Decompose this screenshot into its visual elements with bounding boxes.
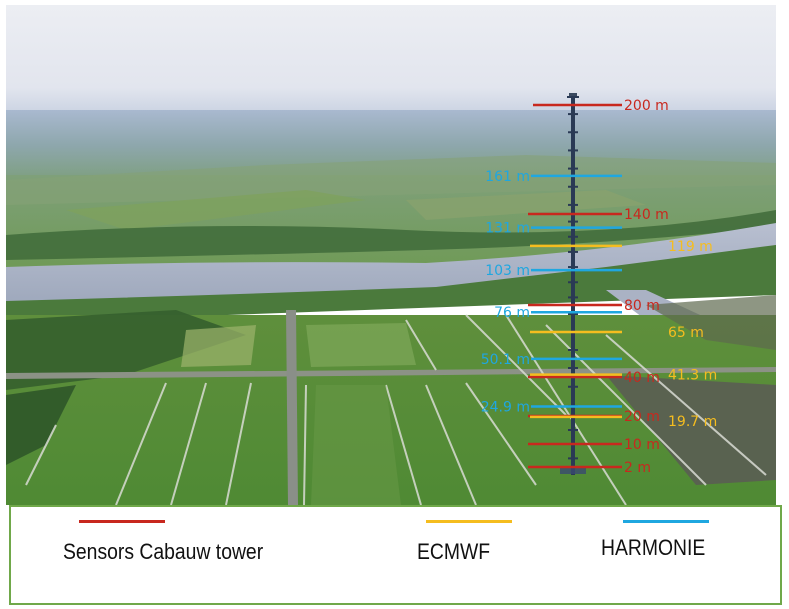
tower-sensor-label: 10 m (624, 437, 660, 453)
legend-label-tower-sensors: Sensors Cabauw tower (63, 539, 264, 564)
ecmwf-level-label: 119 m (668, 239, 713, 255)
tower-platform (568, 250, 578, 253)
tower-platform (568, 313, 578, 315)
tower-platform (568, 385, 578, 388)
ecmwf-level-label: 41.3 m (668, 368, 717, 384)
tower-sensor-label: 20 m (624, 409, 660, 425)
tree-belt (6, 210, 776, 260)
harmonie-level-label: 131 m (485, 221, 530, 237)
harmonie-level-label: 76 m (494, 305, 530, 321)
tower-sensor-label: 40 m (624, 370, 660, 386)
sky (6, 5, 776, 115)
tower-platform (568, 185, 578, 188)
legend-label-ecmwf: ECMWF (417, 539, 491, 564)
harmonie-level-label: 161 m (485, 169, 530, 185)
legend-item-ecmwf: ECMWF (411, 507, 551, 603)
tower-platform (568, 131, 578, 134)
road (6, 367, 776, 379)
legend-swatch-red-line (79, 520, 165, 523)
tower-sensor-label: 200 m (624, 98, 669, 114)
landscape-illustration (6, 5, 776, 505)
legend-label-harmonie: HARMONIE (601, 535, 706, 560)
tower-platform (568, 349, 578, 351)
river-bank (6, 245, 776, 323)
harmonie-level-label: 103 m (485, 263, 530, 279)
tower-platform (568, 266, 578, 269)
harmonie-level-label: 50.1 m (481, 352, 530, 368)
tower-platform (568, 235, 578, 238)
drainage-ditches (25, 314, 767, 505)
tower-platform (568, 203, 578, 206)
legend-swatch-yellow-line (426, 520, 512, 523)
harmonie-level-label: 24.9 m (481, 399, 530, 415)
legend-swatch-blue-line (623, 520, 709, 523)
ecmwf-level-label: 19.7 m (668, 414, 717, 430)
tower-platform (568, 296, 578, 299)
tower-platform (568, 220, 578, 223)
tower-platform (568, 457, 578, 460)
tower-platform (568, 113, 578, 116)
legend: Sensors Cabauw tower ECMWF HARMONIE (9, 505, 782, 605)
aerial-photo (6, 5, 776, 505)
legend-item-harmonie: HARMONIE (601, 507, 781, 603)
plowed-field (606, 375, 776, 485)
tower-platform (568, 167, 578, 170)
tower-platform (568, 281, 578, 284)
legend-item-tower-sensors: Sensors Cabauw tower (11, 507, 311, 603)
tower-sensor-label: 80 m (624, 298, 660, 314)
river (6, 223, 776, 305)
ecmwf-level-label: 65 m (668, 325, 704, 341)
tower-platform (568, 429, 578, 431)
tower-sensor-label: 140 m (624, 207, 669, 223)
tower-sensor-label: 2 m (624, 460, 651, 476)
tower-platform (568, 367, 578, 369)
tower-platform (568, 149, 578, 152)
